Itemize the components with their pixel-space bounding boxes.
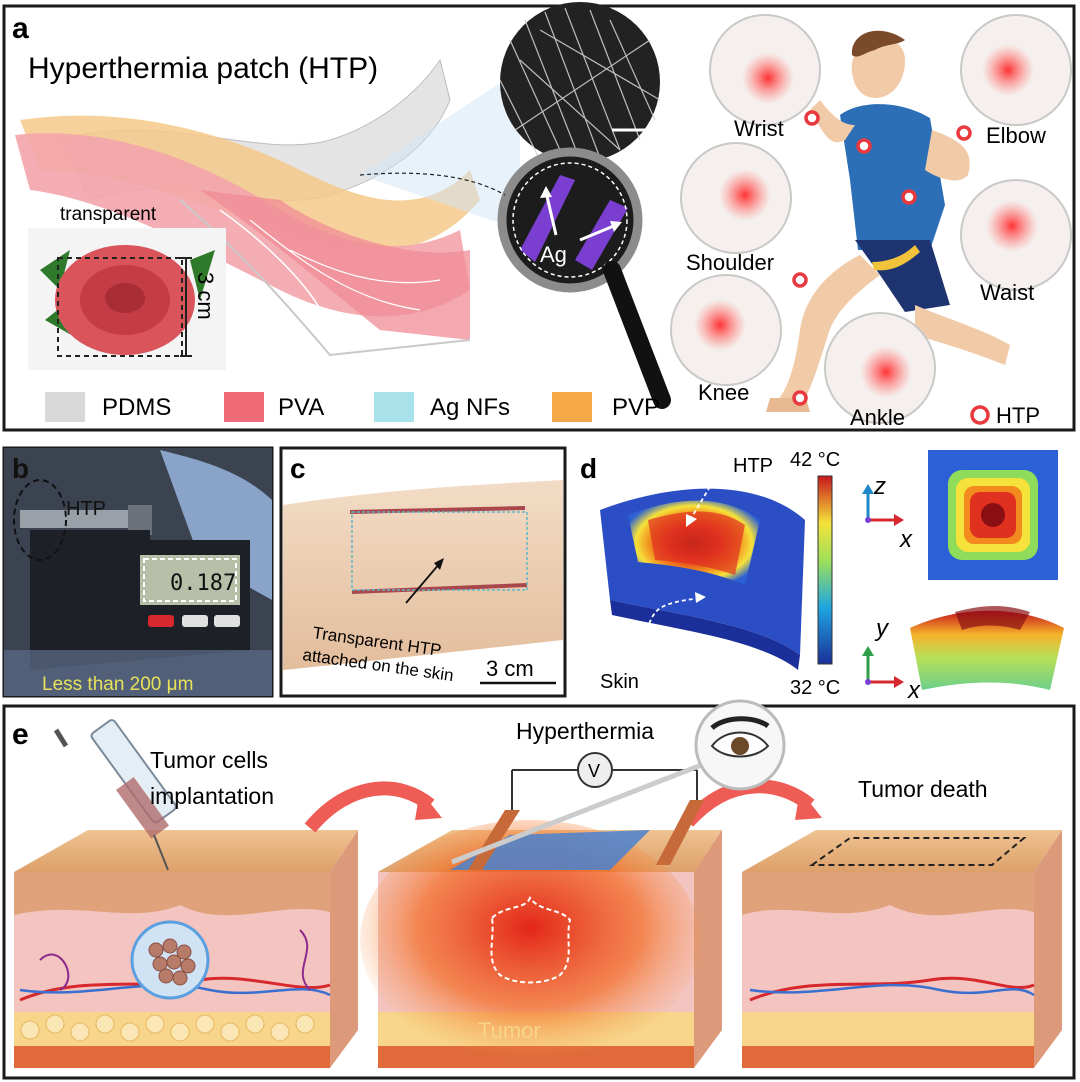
site-label-wrist: Wrist: [734, 116, 784, 141]
axis-glyph-yx: [862, 646, 904, 688]
step3-label: Tumor death: [858, 776, 988, 802]
axis-z-label: z: [873, 473, 886, 500]
layered-patch-illustration: [15, 58, 481, 357]
legend-swatch-agnfs: [374, 392, 414, 422]
thermal-cross-section: [910, 606, 1064, 690]
thermal-simulation-3d: [600, 479, 805, 670]
voltmeter-icon: [577, 752, 613, 788]
tumor-label: Tumor: [478, 1018, 541, 1043]
temperature-colorbar: [817, 475, 833, 665]
axis-glyph-zx: [862, 484, 904, 526]
skin-block-hyperthermia: [360, 699, 786, 1068]
legend-swatch-pvp: [552, 392, 592, 422]
panel-a-title: Hyperthermia patch (HTP): [28, 52, 378, 85]
htp-legend-marker: [970, 405, 990, 425]
axis-x-label-top: x: [899, 526, 913, 553]
layer-legend: PDMS PVA Ag NFs PVP: [45, 392, 660, 422]
legend-label-pvp: PVP: [612, 394, 660, 421]
step1-label-line2: implantation: [150, 783, 274, 809]
panel-c-scale: 3 cm: [486, 656, 534, 681]
transparent-label: transparent: [60, 204, 157, 225]
legend-label-pdms: PDMS: [102, 394, 171, 421]
voltmeter-label: V: [588, 761, 600, 781]
magnifier-illustration: [359, 2, 671, 409]
panel-d-htp-label: HTP: [733, 455, 773, 477]
legend-swatch-pdms: [45, 392, 85, 422]
site-label-knee: Knee: [698, 380, 749, 405]
runner-figure: [766, 30, 1010, 412]
panel-d-skin-label: Skin: [600, 671, 639, 693]
micrometer-reading: 0.187: [170, 571, 236, 596]
site-label-shoulder: Shoulder: [686, 250, 774, 275]
legend-label-pva: PVA: [278, 394, 324, 421]
axis-x-label-bottom: x: [907, 677, 921, 704]
site-label-ankle: Ankle: [850, 405, 905, 430]
axis-y-label: y: [874, 615, 890, 642]
panel-a-letter: a: [12, 12, 29, 45]
colorbar-max-label: 42 °C: [790, 449, 840, 471]
step2-label: Hyperthermia: [516, 718, 654, 744]
site-label-elbow: Elbow: [986, 123, 1046, 148]
legend-swatch-pva: [224, 392, 264, 422]
panel-c-letter: c: [290, 453, 306, 484]
transparent-rose-inset: [28, 228, 226, 370]
panel-d-letter: d: [580, 453, 597, 484]
panel-b-htp-label: HTP: [66, 498, 106, 520]
panel-b-letter: b: [12, 453, 29, 484]
forearm-photo: [283, 480, 563, 685]
skin-block-tumor-death: [742, 830, 1062, 1068]
step-arrow-1-head: [415, 790, 442, 820]
syringe-illustration: [53, 719, 177, 871]
scale-3cm-label: 3 cm: [193, 272, 218, 320]
thickness-label: Less than 200 μm: [42, 674, 193, 695]
colorbar-min-label: 32 °C: [790, 677, 840, 699]
htp-markers: [792, 110, 990, 425]
step1-label-line1: Tumor cells: [150, 747, 268, 773]
ag-label: Ag: [540, 242, 567, 267]
joint-bubbles: [670, 14, 1072, 424]
site-label-waist: Waist: [980, 280, 1034, 305]
skin-block-implantation: [14, 830, 358, 1068]
htp-legend-label: HTP: [996, 403, 1040, 428]
micrometer-photo: [4, 448, 272, 696]
panel-e-letter: e: [12, 718, 29, 751]
thermal-top-view: [928, 450, 1058, 580]
step-arrow-2-head: [795, 790, 822, 820]
legend-label-agnfs: Ag NFs: [430, 394, 510, 421]
